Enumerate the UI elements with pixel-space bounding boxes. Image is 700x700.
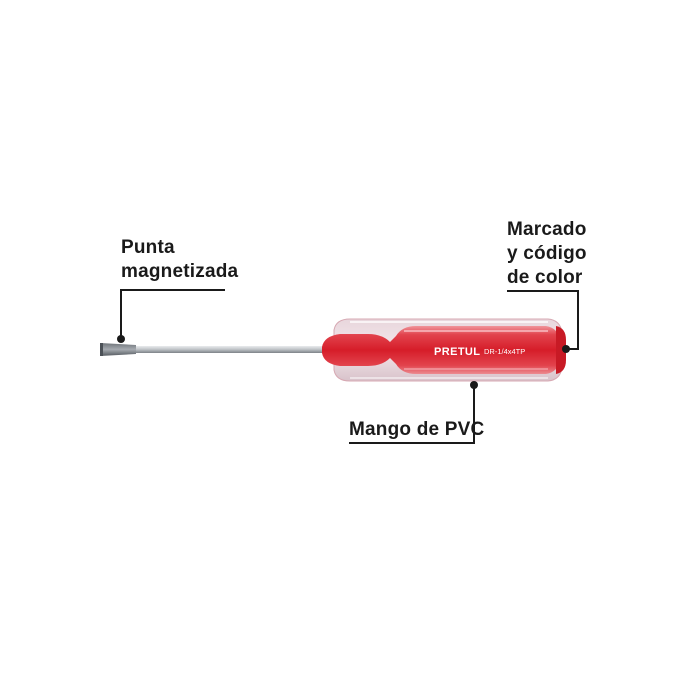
handle-end-cap [556, 326, 566, 374]
callout-tip-line-2: magnetizada [121, 261, 239, 282]
callout-handle-dot [470, 381, 478, 389]
blade-edge [100, 343, 103, 356]
model-code-text: DR-1/4x4TP [484, 347, 525, 356]
callout-tip-label: Punta magnetizada [121, 236, 238, 284]
callout-marking-dot [562, 345, 570, 353]
callout-tip-line-1: Punta [121, 237, 175, 258]
brand-logo-text: PRETUL [434, 346, 480, 358]
callout-marking-line-3: de color [507, 267, 583, 288]
callout-marking-label: Marcado y código de color [507, 218, 587, 290]
callout-tip-dot [117, 335, 125, 343]
callout-handle-line-1: Mango de PVC [349, 419, 485, 440]
callout-tip-line [120, 289, 225, 336]
callout-marking-line [507, 290, 579, 350]
shaft [136, 346, 332, 353]
callout-handle-line [349, 388, 475, 444]
handle-red-core [322, 326, 560, 374]
callout-marking-line-2: y código [507, 243, 587, 264]
flat-blade-tip [100, 343, 136, 356]
callout-marking-line-1: Marcado [507, 219, 587, 240]
callout-handle-label: Mango de PVC [349, 418, 484, 442]
